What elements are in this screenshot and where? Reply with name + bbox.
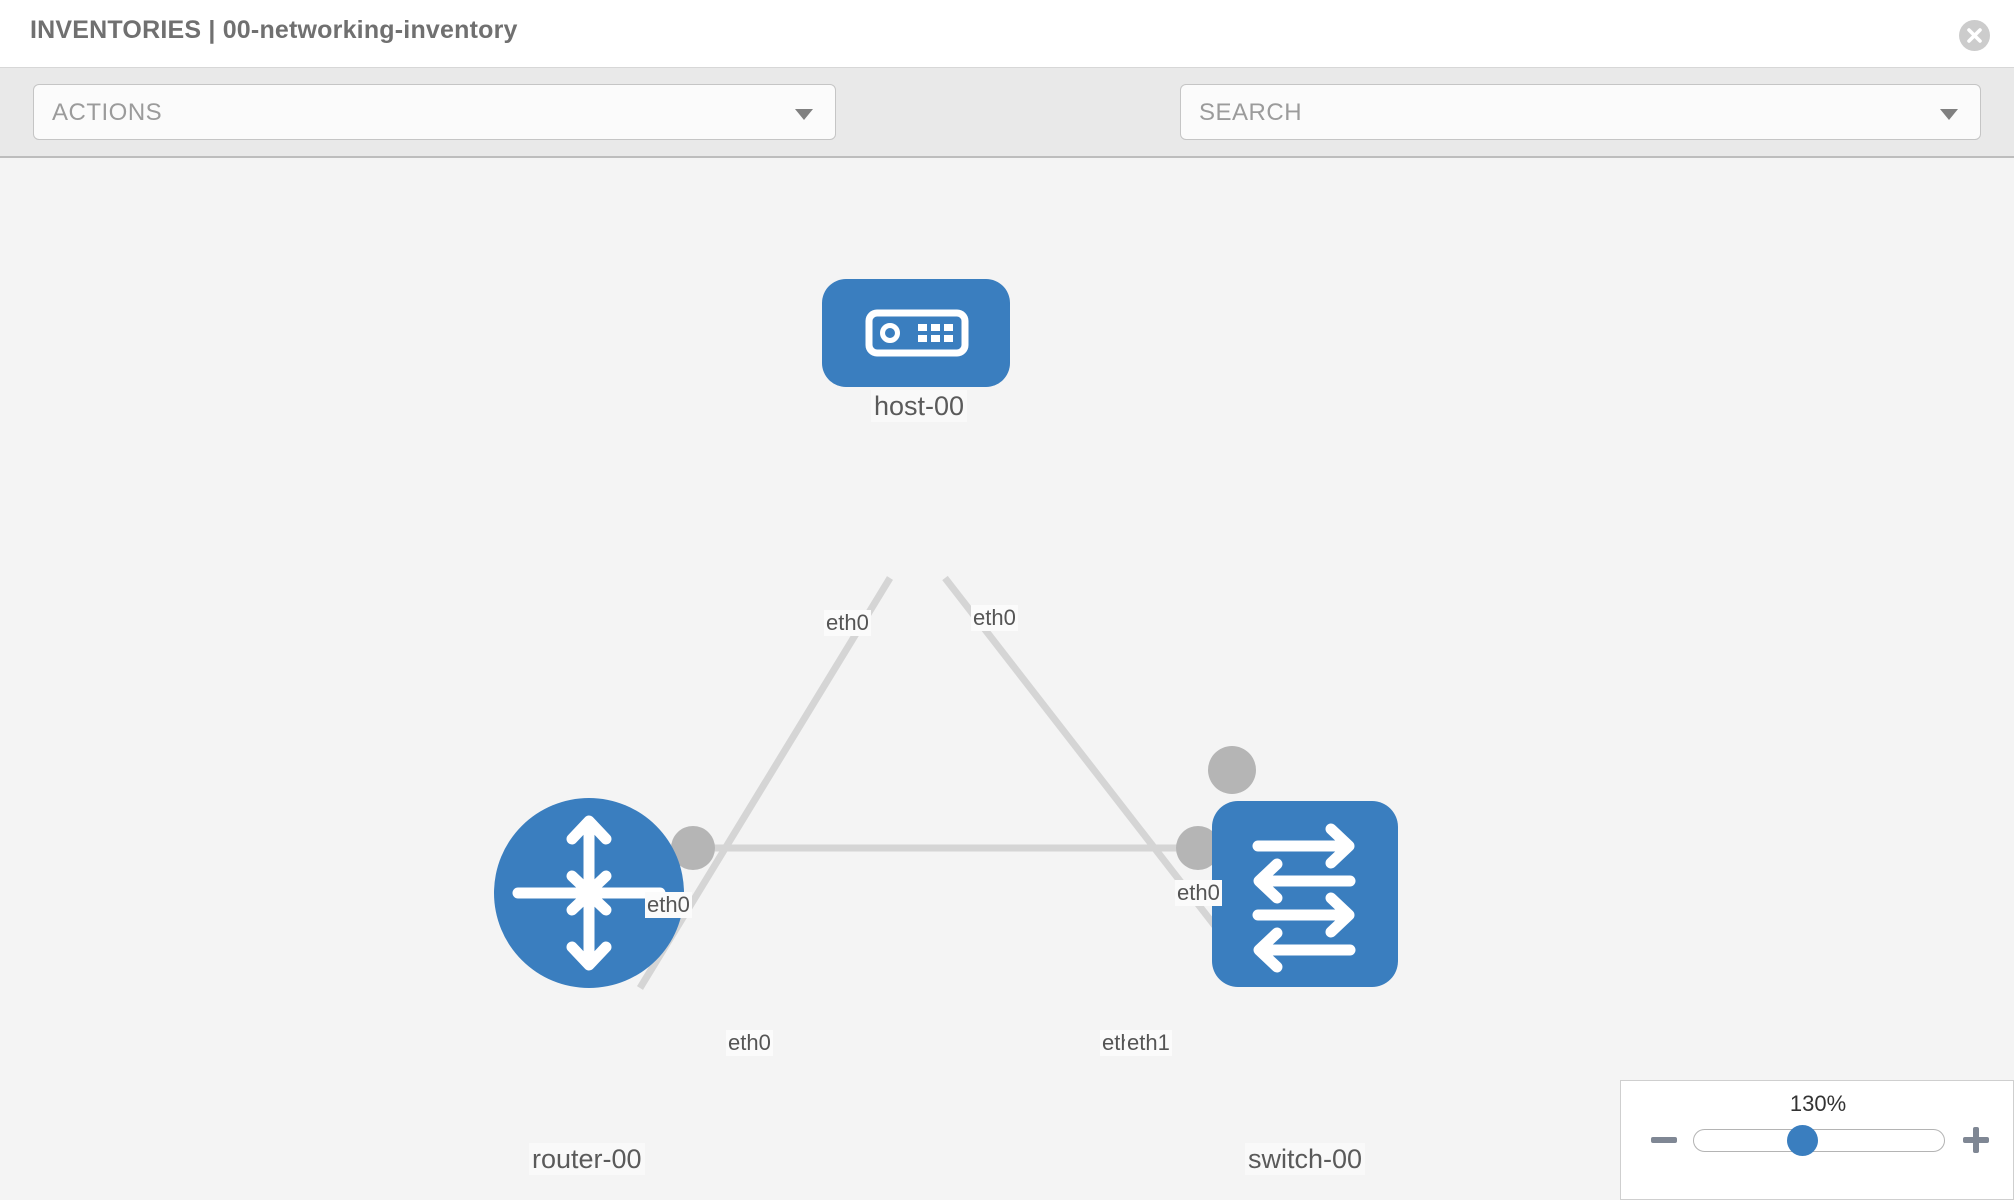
link-layer [637, 575, 1235, 990]
link-endpoint [1208, 746, 1256, 794]
node-label-switch-00: switch-00 [1245, 1143, 1366, 1175]
page-header: INVENTORIES | 00-networking-inventory [0, 0, 2014, 68]
chevron-down-icon [795, 109, 813, 120]
zoom-slider[interactable] [1693, 1129, 1945, 1152]
iface-label: eth0 [971, 605, 1018, 631]
topology-svg [494, 279, 1398, 990]
plus-icon[interactable] [1961, 1125, 1991, 1155]
node-switch-00[interactable] [1212, 801, 1398, 987]
switch-arrows-icon [1252, 823, 1356, 973]
node-label-host-00: host-00 [871, 390, 968, 422]
toolbar: ACTIONS SEARCH [0, 68, 2014, 203]
zoom-level-value: 130% [1789, 1091, 1847, 1116]
search-input[interactable]: SEARCH [1180, 84, 1981, 140]
close-icon[interactable] [1959, 20, 1990, 51]
actions-dropdown-label: ACTIONS [52, 99, 163, 126]
iface-label: eth1 [1125, 1030, 1172, 1056]
link-endpoint [1176, 826, 1220, 870]
iface-label: eth0 [645, 892, 692, 918]
link-endpoint [671, 826, 715, 870]
node-host-00[interactable] [822, 279, 1010, 387]
server-icon [865, 309, 969, 357]
page-title: INVENTORIES | 00-networking-inventory [30, 16, 518, 44]
iface-label: eth0 [1175, 880, 1222, 906]
minus-icon[interactable] [1649, 1125, 1679, 1155]
node-label-router-00: router-00 [529, 1143, 645, 1175]
zoom-slider-thumb[interactable] [1787, 1125, 1818, 1156]
zoom-panel: 130% [1620, 1080, 2014, 1200]
search-placeholder: SEARCH [1199, 99, 1303, 126]
link-host-router [637, 576, 893, 990]
topology-canvas[interactable]: host-00 router-00 switch-00 eth0 eth0 et… [0, 158, 2014, 1200]
actions-dropdown[interactable]: ACTIONS [33, 84, 836, 140]
iface-label: eth0 [824, 610, 871, 636]
iface-label: eth0 [726, 1030, 773, 1056]
chevron-down-icon [1940, 109, 1958, 120]
